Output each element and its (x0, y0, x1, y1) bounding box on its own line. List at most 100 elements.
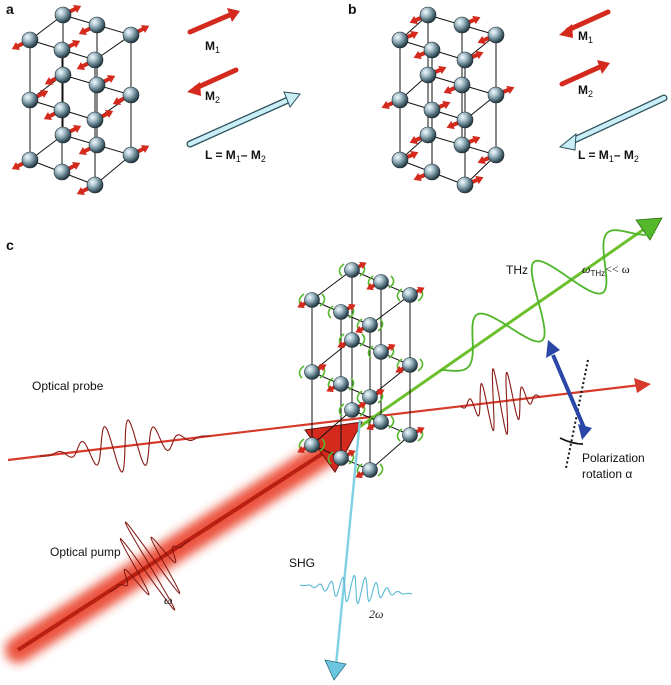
m2-arrowhead-icon (597, 60, 610, 74)
spin-arrowhead-icon (348, 303, 356, 312)
spin-arrowhead-icon (326, 384, 334, 393)
m2-arrow-icon (193, 67, 239, 91)
spin-arrowhead-icon (438, 65, 447, 75)
precession-arc-icon (338, 263, 345, 277)
precession-arc-icon (417, 358, 424, 372)
spin-arrowhead-icon (377, 388, 385, 397)
spin-arrowhead-icon (413, 172, 422, 182)
spin-arrowhead-icon (359, 401, 367, 410)
m1-arrow-icon (565, 9, 611, 33)
thz-wave (440, 229, 656, 372)
atom-sphere (88, 16, 106, 34)
atom-sphere (333, 376, 349, 392)
spin-arrowhead-icon (106, 74, 116, 84)
atom-sphere (423, 163, 441, 181)
atom-sphere (333, 304, 349, 320)
shg-label: SHG (289, 556, 315, 570)
atom-sphere (344, 332, 360, 348)
atom-sphere (122, 146, 140, 164)
atom-sphere (53, 163, 71, 181)
spin-arrowhead-icon (417, 286, 425, 295)
shg-pulse (299, 574, 413, 605)
atom-sphere (373, 274, 389, 290)
spin-arrowhead-icon (443, 85, 452, 95)
atom-sphere (453, 16, 471, 34)
polarization-arrowhead-down-icon (578, 424, 592, 440)
panel-b-atoms (381, 6, 515, 194)
atom-sphere (373, 344, 389, 360)
spin-arrowhead-icon (410, 150, 419, 160)
atom-sphere (391, 91, 409, 109)
precession-arc-icon (388, 415, 395, 429)
precession-arc-icon (327, 305, 334, 319)
precession-arc-icon (319, 438, 326, 452)
spin-arrowhead-icon (72, 124, 82, 134)
spin-arrowhead-icon (381, 100, 390, 110)
panel-b: b M1 M2 L = M1– M2 (348, 1, 668, 194)
spin-arrowhead-icon (410, 30, 419, 40)
omega-thz-label: ωTHz<< ω (582, 262, 630, 278)
two-omega-label: 2ω (369, 607, 383, 621)
spin-arrowhead-icon (140, 144, 150, 154)
spin-arrowhead-icon (76, 186, 86, 196)
atom-sphere (391, 31, 409, 49)
atom-sphere (86, 176, 104, 194)
precession-arc-icon (348, 377, 355, 391)
atom-sphere (122, 26, 140, 44)
l-arrow-icon (187, 97, 291, 147)
spin-arrowhead-icon (442, 100, 451, 110)
l-arrowhead-icon (283, 91, 301, 109)
spin-arrowhead-icon (477, 155, 486, 165)
l-arrow-icon (569, 95, 667, 144)
spin-arrowhead-icon (72, 4, 82, 14)
spin-arrowhead-icon (71, 39, 81, 49)
pump-pulse (109, 521, 191, 611)
probe-pulse-transmitted (459, 368, 541, 435)
panel-a: a M1 M2 L = M1– M2 (6, 1, 301, 196)
precession-arc-icon (338, 403, 345, 417)
spin-arrowhead-icon (472, 15, 481, 25)
m2-label: M2 (578, 83, 593, 99)
probe-pulse-incident (40, 419, 210, 473)
spin-arrowhead-icon (477, 35, 486, 45)
atom-sphere (344, 262, 360, 278)
spin-arrowhead-icon (11, 41, 21, 51)
atom-sphere (402, 287, 418, 303)
spin-arrowhead-icon (112, 96, 122, 106)
m1-arrow-icon (187, 11, 235, 35)
probe-arrowhead-icon (634, 378, 651, 393)
atom-sphere (333, 450, 349, 466)
m2-arrowhead-icon (187, 82, 201, 96)
atom-sphere (53, 41, 71, 59)
m1-arrowhead-icon (227, 8, 240, 22)
atom-sphere (54, 126, 72, 144)
atom-sphere (419, 6, 437, 24)
atom-sphere (344, 402, 360, 418)
panel-c-atoms (297, 261, 425, 479)
atom-sphere (456, 51, 474, 69)
atom-sphere (54, 66, 72, 84)
spin-arrowhead-icon (417, 426, 425, 435)
spin-arrowhead-icon (446, 120, 455, 130)
panel-c: c (5, 217, 663, 681)
spin-arrowhead-icon (475, 50, 484, 60)
atom-sphere (402, 357, 418, 373)
atom-sphere (86, 111, 104, 129)
panel-b-legend: M1 M2 L = M1– M2 (558, 9, 668, 164)
spin-arrowhead-icon (355, 470, 363, 479)
m2-arrow-icon (559, 63, 605, 87)
precession-arc-icon (396, 288, 403, 302)
polarization-label: Polarization (582, 451, 645, 465)
spin-arrowhead-icon (348, 449, 356, 458)
spin-arrowhead-icon (76, 61, 86, 71)
atom-sphere (402, 427, 418, 443)
atom-sphere (487, 146, 505, 164)
spin-arrowhead-icon (319, 363, 327, 372)
panel-c-letter: c (6, 237, 14, 253)
m1-label: M1 (205, 39, 220, 55)
atom-sphere (21, 91, 39, 109)
atom-sphere (54, 6, 72, 24)
spin-arrowhead-icon (297, 300, 305, 309)
spin-arrowhead-icon (359, 261, 367, 270)
